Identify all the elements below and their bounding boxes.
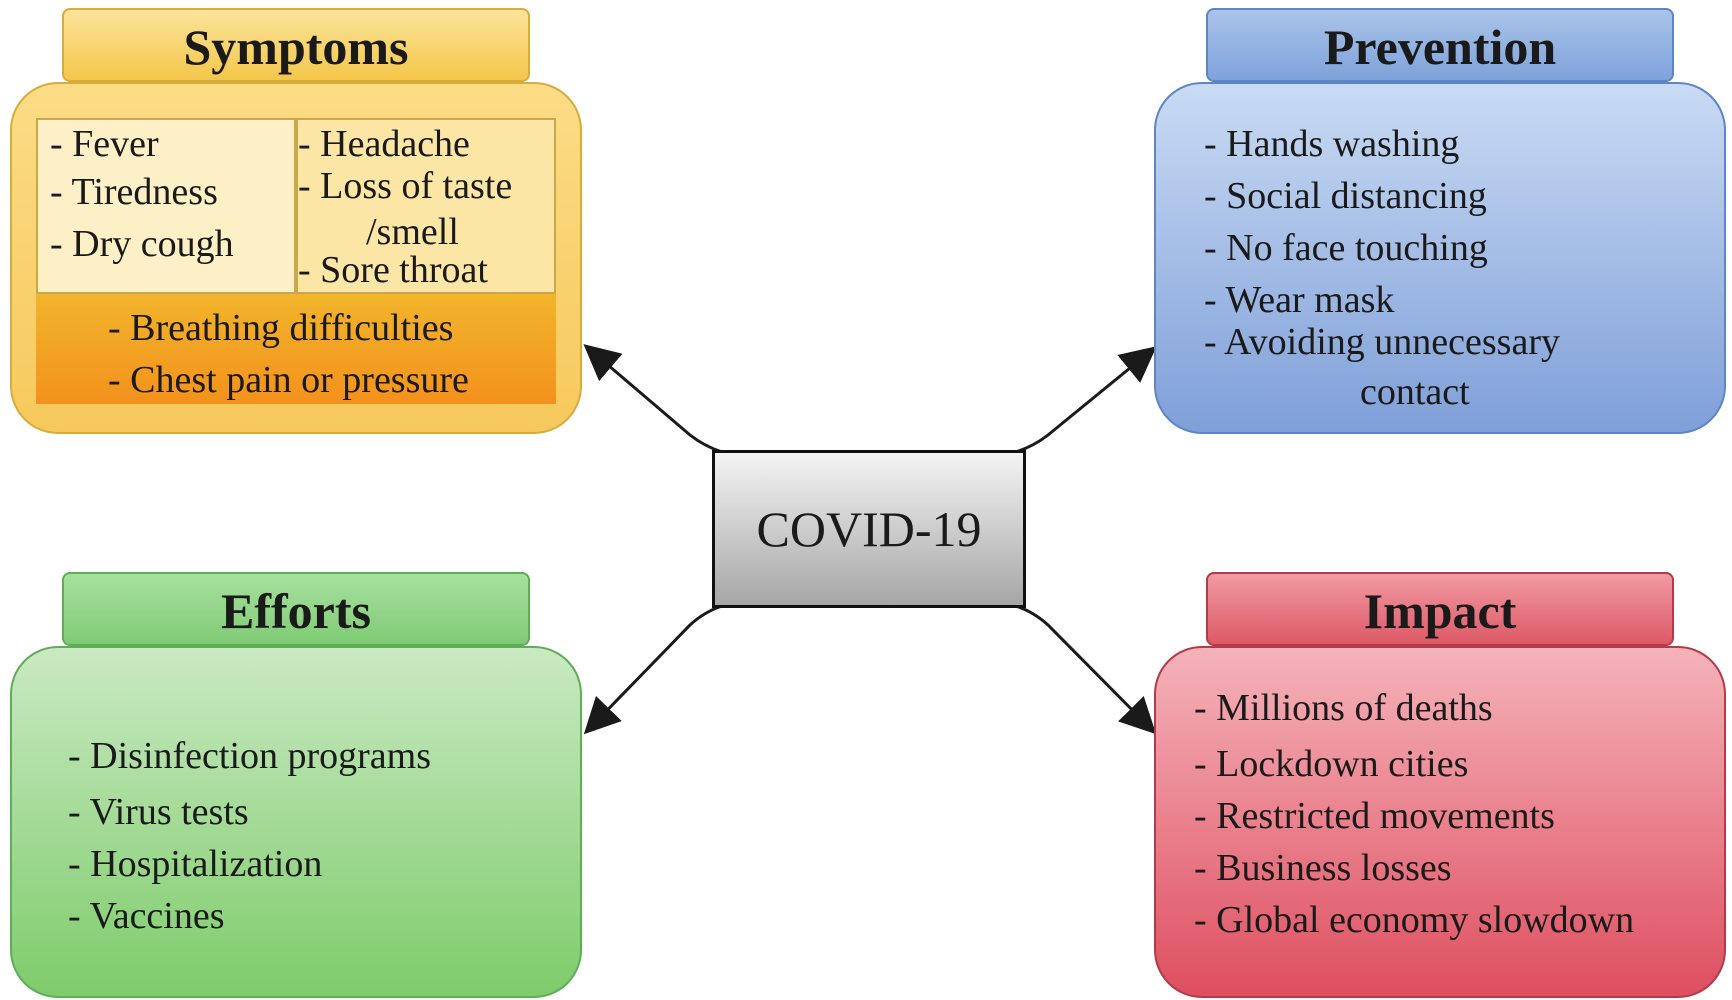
list-item: - Lockdown cities <box>1194 743 1469 785</box>
list-item: - Millions of deaths <box>1194 687 1493 729</box>
list-item: - Vaccines <box>68 895 225 937</box>
list-item: /smell <box>366 211 459 253</box>
arrow-to-efforts <box>583 604 723 735</box>
arrow-to-prevention <box>1015 346 1157 454</box>
symptoms-common-list <box>36 118 296 294</box>
list-item: - Wear mask <box>1204 279 1395 321</box>
list-item: - Tiredness <box>50 171 218 213</box>
prevention-panel <box>1154 82 1726 434</box>
arrow-to-impact <box>1015 604 1157 735</box>
symptoms-title: Symptoms <box>62 8 530 82</box>
list-item: - Business losses <box>1194 847 1452 889</box>
list-item: - Fever <box>50 123 159 165</box>
list-item: - Chest pain or pressure <box>108 359 469 401</box>
impact-panel <box>1154 646 1726 998</box>
list-item: - Avoiding unnecessary <box>1204 321 1560 363</box>
symptoms-less-common-list <box>296 118 556 294</box>
list-item: - Restricted movements <box>1194 795 1555 837</box>
efforts-panel <box>10 646 582 998</box>
list-item: - Disinfection programs <box>68 735 432 777</box>
impact-title: Impact <box>1206 572 1674 646</box>
list-item: - Loss of taste <box>298 165 513 207</box>
list-item: contact <box>1360 371 1470 413</box>
prevention-title: Prevention <box>1206 8 1674 82</box>
center-node: COVID-19 <box>712 450 1026 608</box>
arrow-to-symptoms <box>583 344 723 454</box>
list-item: - Sore throat <box>298 249 488 291</box>
list-item: - Headache <box>298 123 470 165</box>
list-item: - Social distancing <box>1204 175 1487 217</box>
list-item: - Breathing difficulties <box>108 307 454 349</box>
list-item: - Virus tests <box>68 791 249 833</box>
symptoms-severe-list <box>36 294 556 404</box>
list-item: - Hands washing <box>1204 123 1460 165</box>
list-item: - No face touching <box>1204 227 1488 269</box>
list-item: - Hospitalization <box>68 843 323 885</box>
efforts-title: Efforts <box>62 572 530 646</box>
list-item: - Global economy slowdown <box>1194 899 1635 941</box>
list-item: - Dry cough <box>50 223 234 265</box>
